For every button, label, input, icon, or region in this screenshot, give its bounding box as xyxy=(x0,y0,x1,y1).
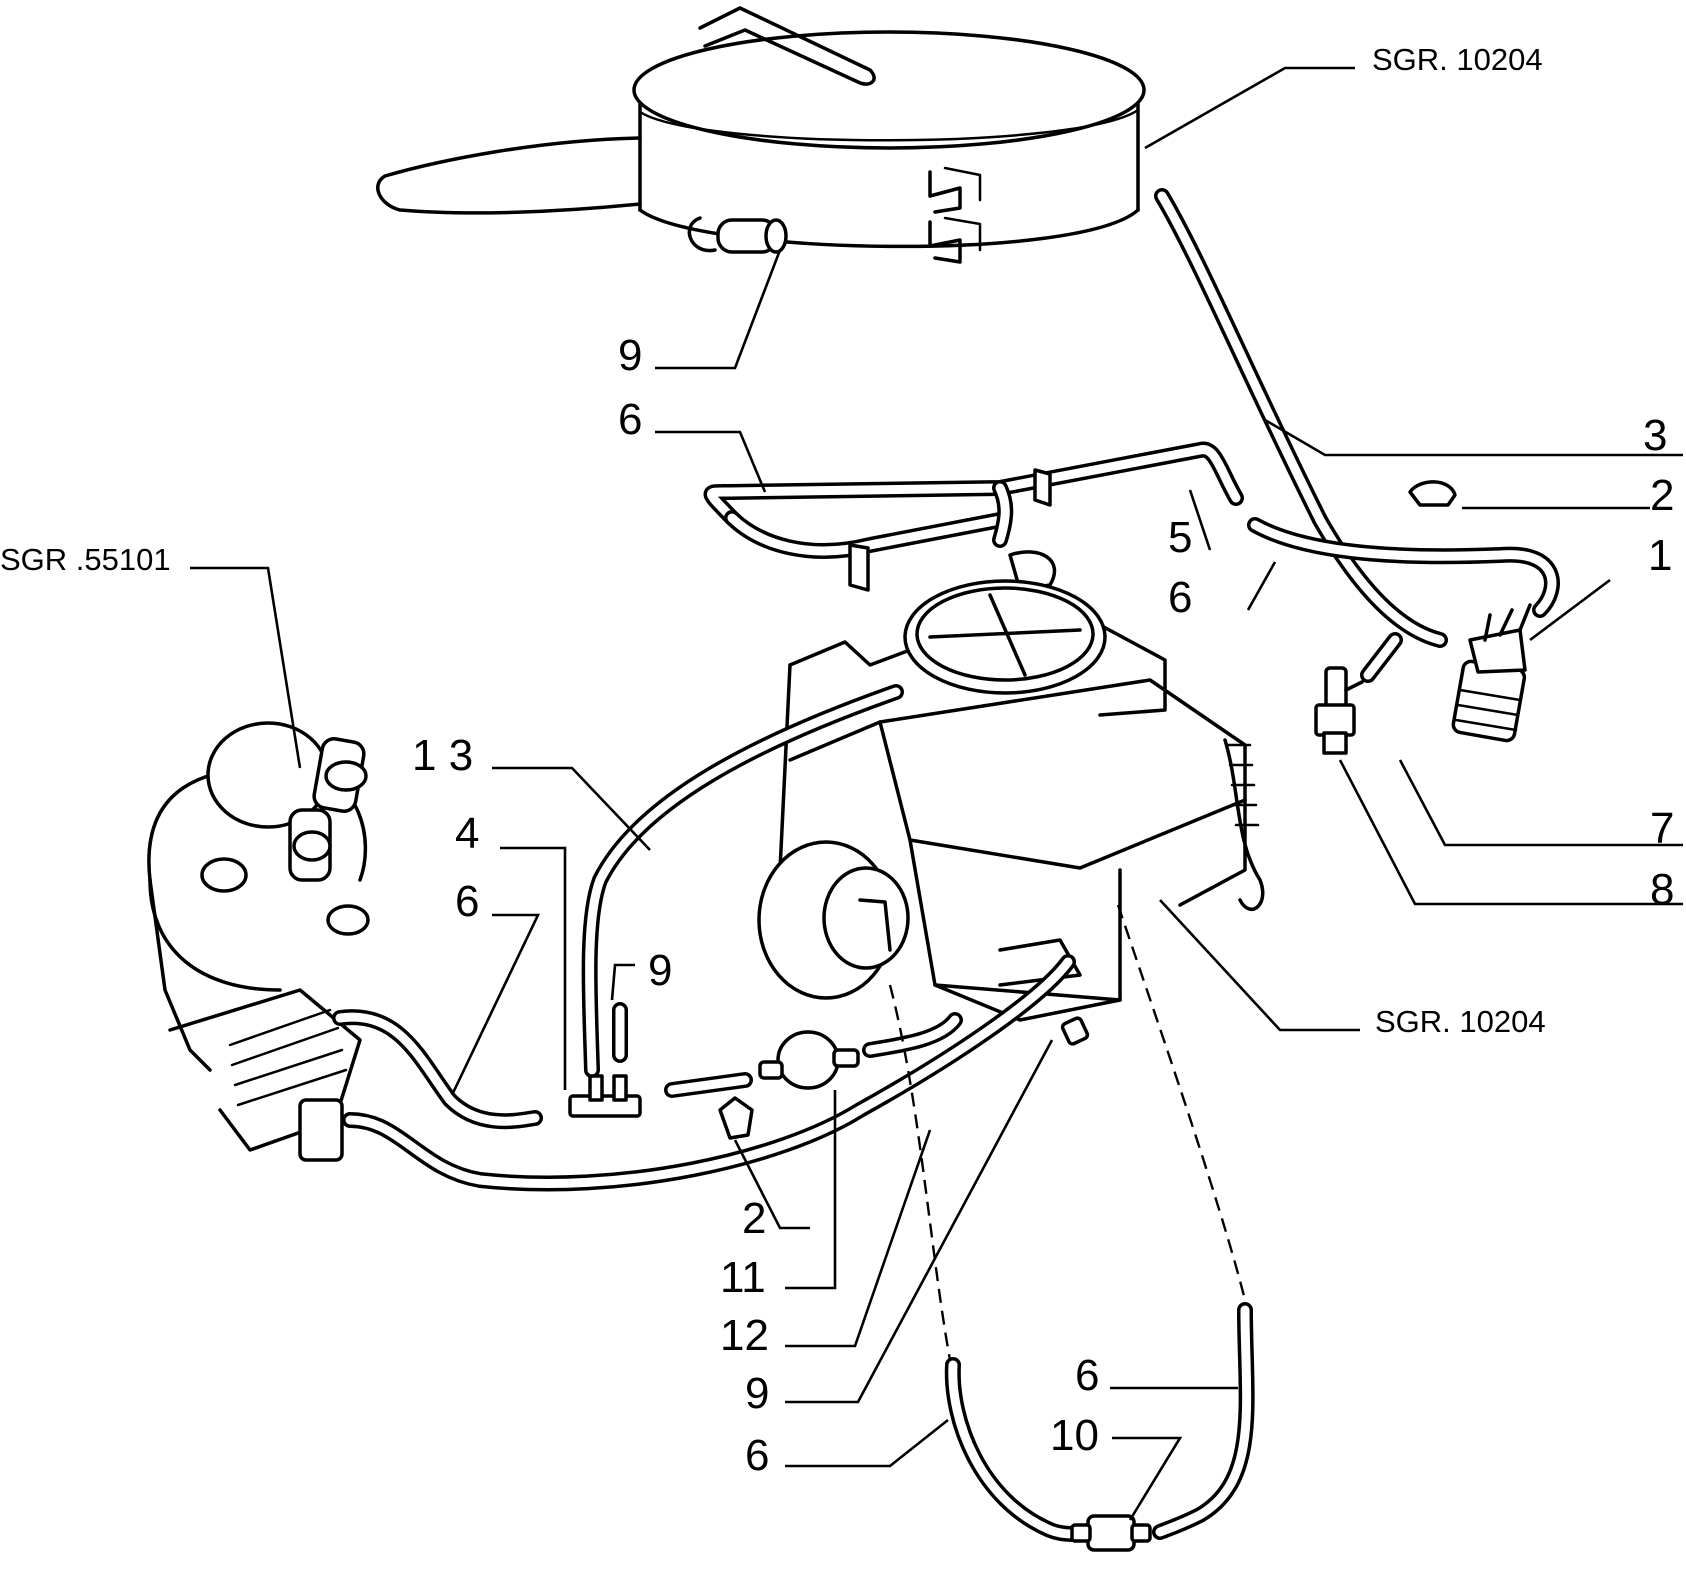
t-connector-4 xyxy=(568,1074,642,1118)
callout-12: 12 xyxy=(720,1311,769,1360)
callout-5: 5 xyxy=(1168,513,1192,562)
ref-distributor: SGR .55101 xyxy=(0,542,171,577)
valve-11 xyxy=(758,1030,860,1090)
callout-9-top: 9 xyxy=(618,331,642,380)
check-valve-10 xyxy=(1086,1514,1136,1552)
clip-2-right xyxy=(1408,480,1457,507)
air-cleaner xyxy=(376,6,1146,264)
hose-3 xyxy=(1154,188,1448,648)
callout-1: 1 xyxy=(1648,531,1672,580)
callout-9-left: 9 xyxy=(648,946,672,995)
clip-2-bottom xyxy=(718,1096,754,1140)
callout-6-bottom-left: 6 xyxy=(745,1431,769,1480)
callout-numbers: 9 6 3 2 1 5 6 1 3 4 6 9 7 8 2 11 12 9 6 … xyxy=(412,331,1674,1480)
callout-10: 10 xyxy=(1050,1411,1099,1460)
callout-8: 8 xyxy=(1650,865,1674,914)
thermo-switch-1 xyxy=(1451,603,1532,743)
callout-6-mid: 6 xyxy=(1168,573,1192,622)
callout-6-left: 6 xyxy=(455,877,479,926)
valve-8 xyxy=(1314,666,1364,755)
callout-3: 3 xyxy=(1643,411,1667,460)
callout-9-bottom: 9 xyxy=(745,1369,769,1418)
distributor xyxy=(147,721,370,1162)
reference-labels: SGR. 10204 SGR. 10204 SGR .55101 xyxy=(0,42,1546,1039)
leader-lines xyxy=(190,66,1683,1521)
lower-vacuum-hoses xyxy=(332,684,1076,1192)
callout-2-bottom: 2 xyxy=(742,1194,766,1243)
callout-6-top: 6 xyxy=(618,395,642,444)
callout-13: 1 3 xyxy=(412,731,473,780)
callout-2-right: 2 xyxy=(1650,471,1674,520)
upper-hose-harness xyxy=(703,441,1560,618)
ref-air-cleaner: SGR. 10204 xyxy=(1372,42,1543,77)
callout-11: 11 xyxy=(720,1253,766,1302)
carburettor xyxy=(757,579,1265,1046)
ref-carburettor: SGR. 10204 xyxy=(1375,1004,1546,1039)
callout-6-bottom-right: 6 xyxy=(1075,1351,1099,1400)
bottom-hose-assembly xyxy=(888,904,1255,1552)
callout-7: 7 xyxy=(1650,804,1674,853)
callout-4: 4 xyxy=(455,809,479,858)
